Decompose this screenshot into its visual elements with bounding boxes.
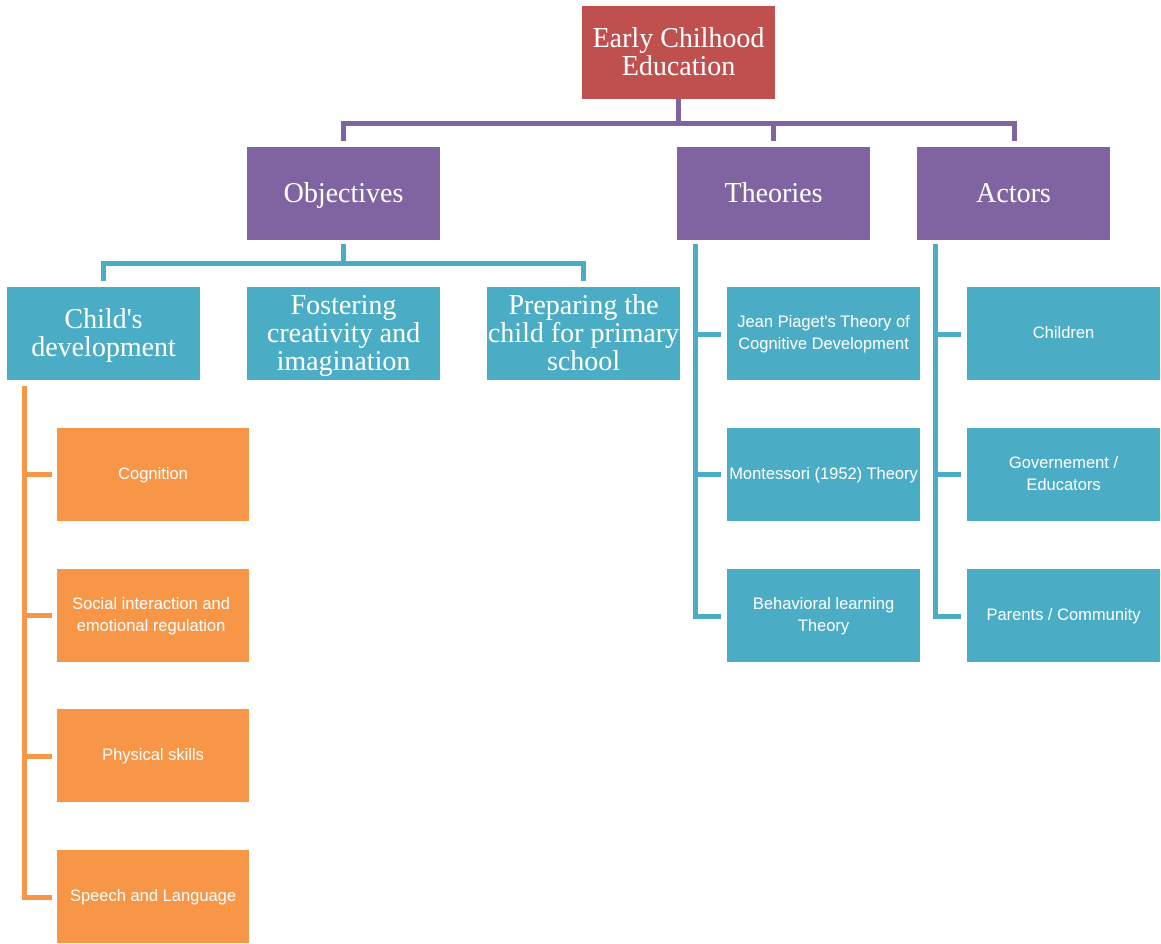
connector-theory-1 — [693, 332, 721, 337]
connector-objectives-bar — [101, 261, 586, 266]
node-theory-montessori[interactable]: Montessori (1952) Theory — [727, 428, 920, 521]
node-dev-social[interactable]: Social interaction and emotional regulat… — [57, 569, 249, 662]
dev-social-label: Social interaction and emotional regulat… — [72, 595, 230, 635]
connector-theories-spine — [693, 244, 698, 619]
actor-parents-label: Parents / Community — [986, 605, 1141, 624]
node-actor-children[interactable]: Children — [967, 287, 1160, 380]
actor-children-label: Children — [1032, 323, 1095, 342]
connector-theories-drop — [771, 121, 776, 141]
node-dev-speech[interactable]: Speech and Language — [57, 850, 249, 943]
connector-root-stem — [676, 99, 681, 125]
node-actor-parents[interactable]: Parents / Community — [967, 569, 1160, 662]
connector-actor-1 — [933, 332, 961, 337]
actor-government-label: Governement / Educators — [1008, 454, 1119, 494]
fostering-creativity-label: Fostering creativity and imagination — [266, 289, 421, 377]
dev-speech-label: Speech and Language — [69, 886, 237, 905]
connector-actors-spine — [933, 244, 938, 619]
connector-dev-2 — [22, 613, 52, 618]
connector-actors-drop — [1012, 121, 1017, 141]
connector-objectives-stem — [341, 244, 346, 264]
connector-theory-3 — [693, 614, 721, 619]
theory-piaget-label: Jean Piaget's Theory of Cognitive Develo… — [737, 313, 910, 353]
connector-root-bar — [341, 121, 1017, 126]
node-objectives[interactable]: Objectives — [247, 147, 440, 240]
actors-label: Actors — [976, 177, 1051, 209]
connector-actor-2 — [933, 472, 961, 477]
node-dev-cognition[interactable]: Cognition — [57, 428, 249, 521]
dev-physical-label: Physical skills — [102, 745, 204, 764]
root-label: Early Chilhood Education — [592, 22, 765, 82]
theories-label: Theories — [724, 177, 823, 209]
objectives-label: Objectives — [283, 177, 404, 209]
node-childs-development[interactable]: Child's development — [7, 287, 200, 380]
connector-objectives-drop — [341, 121, 346, 141]
node-actor-government[interactable]: Governement / Educators — [967, 428, 1160, 521]
node-theory-piaget[interactable]: Jean Piaget's Theory of Cognitive Develo… — [727, 287, 920, 380]
connector-actor-3 — [933, 614, 961, 619]
connector-dev-1 — [22, 472, 52, 477]
node-theory-behavioral[interactable]: Behavioral learning Theory — [727, 569, 920, 662]
node-preparing-primary[interactable]: Preparing the child for primary school — [487, 287, 680, 380]
connector-dev-3 — [22, 754, 52, 759]
connector-theory-2 — [693, 472, 721, 477]
node-fostering-creativity[interactable]: Fostering creativity and imagination — [247, 287, 440, 380]
root-node[interactable]: Early Chilhood Education — [582, 6, 775, 99]
childs-development-label: Child's development — [31, 303, 176, 363]
connector-dev-4 — [22, 895, 52, 900]
theory-behavioral-label: Behavioral learning Theory — [752, 595, 895, 635]
connector-childdev-spine — [22, 386, 27, 900]
node-dev-physical[interactable]: Physical skills — [57, 709, 249, 802]
dev-cognition-label: Cognition — [118, 464, 188, 483]
preparing-primary-label: Preparing the child for primary school — [487, 289, 680, 377]
theory-montessori-label: Montessori (1952) Theory — [729, 464, 918, 483]
connector-preparing-drop — [581, 261, 586, 281]
connector-childdev-drop — [101, 261, 106, 281]
node-actors[interactable]: Actors — [917, 147, 1110, 240]
node-theories[interactable]: Theories — [677, 147, 870, 240]
